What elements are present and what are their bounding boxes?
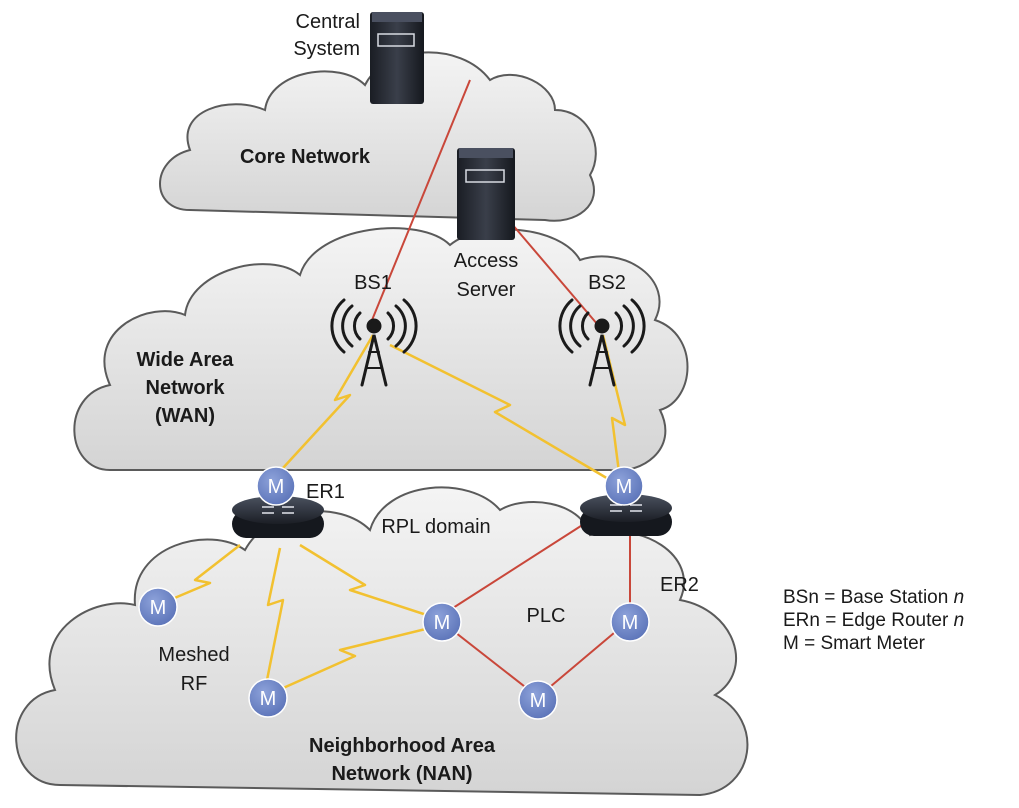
meter-label: M [530, 690, 547, 712]
access-server-icon[interactable] [457, 148, 515, 240]
legend-bs-var: n [953, 587, 965, 608]
nan-label-line1: Neighborhood Area [309, 735, 496, 757]
meshed-rf-label-line2: RF [181, 673, 208, 695]
legend-er-text: ERn = Edge Router [783, 610, 954, 631]
legend-er-var: n [953, 610, 965, 631]
edge-router-er2-icon[interactable] [580, 494, 672, 536]
base-station-bs2-icon[interactable] [558, 298, 646, 387]
meter-label: M [434, 612, 451, 634]
meter-label: M [260, 688, 277, 710]
meter-label: M [150, 597, 167, 619]
central-system-server-icon[interactable] [370, 12, 424, 104]
wan-label-line1: Wide Area [137, 349, 235, 371]
rpl-domain-label: RPL domain [381, 516, 490, 538]
smart-meter-plc-bottom[interactable]: M [518, 680, 558, 720]
bs2-label: BS2 [588, 272, 626, 294]
access-server-label-line1: Access [454, 250, 518, 272]
legend-m: M = Smart Meter [783, 632, 964, 655]
bs1-label: BS1 [354, 272, 392, 294]
meter-label: M [616, 476, 633, 498]
central-system-label-line2: System [293, 38, 360, 60]
smart-meter-er1[interactable]: M [256, 466, 296, 506]
base-station-bs1-icon[interactable] [330, 298, 418, 387]
legend-bs-text: BSn = Base Station [783, 587, 954, 608]
rf-links [157, 334, 627, 695]
wan-cloud [73, 227, 689, 472]
plc-links [369, 79, 631, 698]
wan-label-line2: Network [146, 377, 226, 399]
meter-label: M [268, 476, 285, 498]
legend-bs: BSn = Base Station n [783, 586, 964, 609]
legend-er: ERn = Edge Router n [783, 609, 964, 632]
smart-meter-er2[interactable]: M [604, 466, 644, 506]
smart-meter-plc-right[interactable]: M [610, 602, 650, 642]
legend: BSn = Base Station n ERn = Edge Router n… [783, 586, 964, 655]
central-system-label-line1: Central [296, 11, 360, 33]
plc-label: PLC [527, 605, 566, 627]
meshed-rf-label-line1: Meshed [158, 644, 229, 666]
access-server-label-line2: Server [457, 279, 516, 301]
smart-meter-rf-bottom[interactable]: M [248, 678, 288, 718]
wan-label-line3: (WAN) [155, 405, 215, 427]
meter-label: M [622, 612, 639, 634]
er1-label: ER1 [306, 481, 345, 503]
er2-label: ER2 [660, 574, 699, 596]
smart-meter-center[interactable]: M [422, 602, 462, 642]
smart-meter-rf-left[interactable]: M [138, 587, 178, 627]
nan-label-line2: Network (NAN) [331, 763, 472, 785]
core-network-label: Core Network [240, 146, 371, 168]
edge-router-er1-icon[interactable] [232, 496, 324, 538]
legend-m-text: M = Smart Meter [783, 633, 925, 654]
nan-cloud [15, 486, 749, 797]
